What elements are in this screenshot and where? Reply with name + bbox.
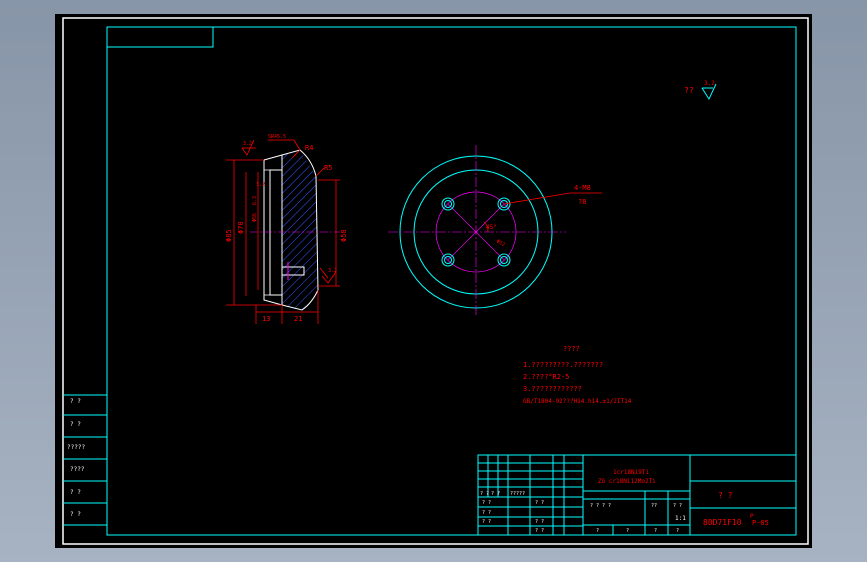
svg-text:? ?: ? ? (673, 503, 682, 509)
material-line1: 1cr18Ni9Ti (613, 469, 650, 476)
side-section-view: Φ85 Φ70 Φ56 6.3 Φ58 R4 R5 13 21 SR45.5 3… (225, 134, 348, 324)
dim-13: 13 (262, 315, 270, 323)
note-line: GB/T1804-92???H14.h14.±1/2IT14 (523, 398, 632, 405)
frame-top-tab (106, 26, 214, 48)
drawing-number-suffix: P-05 (752, 519, 769, 527)
dim-r5: R5 (324, 164, 332, 172)
roughness-label: ?? (684, 86, 694, 95)
strip-label: ???? (70, 466, 85, 473)
pcd-label: Φ52 (495, 239, 506, 249)
notes-title: ???? (563, 345, 580, 353)
dim-32a: 3.2 (243, 141, 252, 147)
svg-text:?: ? (676, 528, 679, 534)
dim-d58: Φ58 (340, 229, 348, 242)
svg-text:? ?: ? ? (535, 528, 544, 534)
svg-text:??: ?? (651, 503, 657, 509)
note-line: 3.???????????? (523, 385, 582, 393)
drawing-frame (106, 26, 797, 536)
strip-label: ? ? (70, 489, 81, 496)
roughness-value: 3.2 (704, 80, 715, 87)
svg-text:? ?: ? ? (491, 491, 500, 497)
thread-depth: ?8 (578, 198, 586, 206)
thread-callout: 4-M8 (574, 184, 591, 192)
dim-21: 21 (294, 315, 302, 323)
svg-text:? ?: ? ? (535, 500, 544, 506)
svg-text:? ?: ? ? (482, 519, 491, 525)
sheet-background (55, 14, 812, 548)
title-block-text: 1cr18Ni9Ti ZG cr18Ni12Mo2Ti ? ? 80D71F10… (598, 469, 769, 527)
title-block (477, 454, 797, 536)
dim-32b: 3.2 (256, 182, 265, 188)
svg-text:?: ? (654, 528, 657, 534)
svg-text:? ? ? ?: ? ? ? ? (590, 503, 611, 509)
section-hatch (282, 150, 318, 310)
svg-text:? ?: ? ? (482, 500, 491, 506)
svg-text:?????: ????? (510, 491, 525, 497)
svg-text:? ?: ? ? (535, 519, 544, 525)
dim-32c: 3.2 (328, 268, 337, 274)
front-view: 4-M8 ?8 45° Φ52 (388, 145, 602, 316)
dim-d85: Φ85 (225, 229, 233, 242)
scale: 1:1 (675, 515, 686, 522)
svg-text:? ?: ? ? (480, 491, 489, 497)
dim-sr: SR45.5 (268, 134, 286, 140)
technical-notes: ???? 1.?????????.??????? 2.????°R2-5 3.?… (523, 345, 632, 405)
sheet-outer-border (62, 17, 809, 545)
left-revision-strip (63, 394, 107, 526)
drawing-number: 80D71F10 (703, 518, 742, 527)
strip-label: ????? (67, 444, 85, 451)
svg-text:?: ? (626, 528, 629, 534)
title-block-labels: ? ? ? ? ????? ? ? ? ? ? ? ? ? ? ? ? ? ? … (480, 491, 682, 534)
note-line: 2.????°R2-5 (523, 373, 569, 381)
strip-label: ? ? (70, 421, 81, 428)
svg-text:?: ? (596, 528, 599, 534)
drawing-number-p: P (750, 513, 754, 520)
dim-r4: R4 (305, 144, 313, 152)
dim-r63: 6.3 (252, 196, 258, 205)
note-line: 1.?????????.??????? (523, 361, 603, 369)
dim-d56: Φ56 (252, 213, 258, 222)
left-strip-labels: ? ? ? ? ????? ???? ? ? ? ? (67, 398, 85, 518)
material-line2: ZG cr18Ni12Mo2Ti (598, 478, 656, 485)
dim-d70: Φ70 (237, 221, 245, 234)
strip-label: ? ? (70, 398, 81, 405)
part-name: ? ? (718, 491, 733, 500)
strip-label: ? ? (70, 511, 81, 518)
general-roughness-symbol: ?? 3.2 (684, 80, 717, 101)
angle-label: 45° (486, 224, 497, 231)
svg-text:? ?: ? ? (482, 510, 491, 516)
